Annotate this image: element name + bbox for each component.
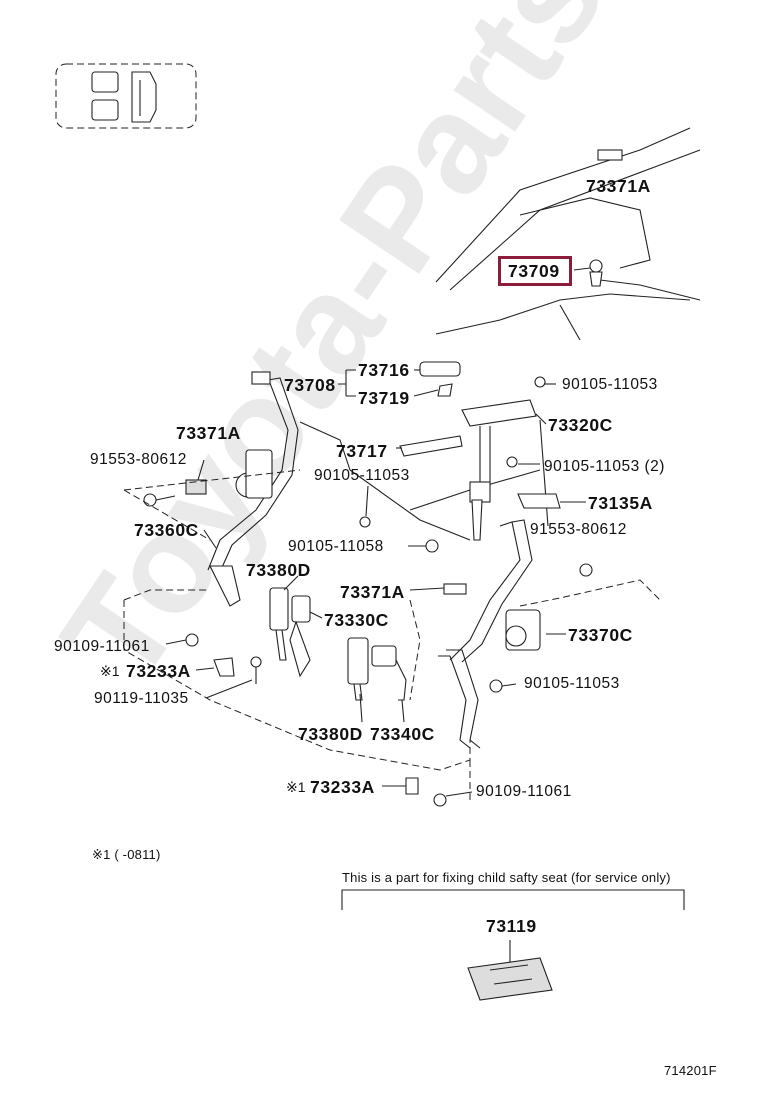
part-label-73717[interactable]: 73717 — [336, 441, 388, 461]
part-label-73330c[interactable]: 73330C — [324, 610, 389, 630]
part-label-90105-11053-c[interactable]: 90105-11053 — [524, 675, 620, 692]
child-seat-note: This is a part for fixing child safty se… — [342, 870, 671, 885]
part-label-90105-11058[interactable]: 90105-11058 — [288, 538, 384, 555]
part-label-73371a-mid[interactable]: 73371A — [340, 582, 405, 602]
part-label-73119[interactable]: 73119 — [486, 916, 537, 936]
part-label-90119-11035[interactable]: 90119-11035 — [94, 690, 189, 707]
part-label-73370c[interactable]: 73370C — [568, 625, 633, 645]
part-label-90109-11061-b[interactable]: 90109-11061 — [476, 783, 572, 800]
part-label-91553-80612-right[interactable]: 91553-80612 — [530, 521, 627, 538]
part-label-90105-11053-b[interactable]: 90105-11053 — [314, 467, 410, 484]
bolts — [185, 485, 447, 807]
part-label-90105-11053-a[interactable]: 90105-11053 — [562, 376, 658, 393]
part-label-90105-11053-2[interactable]: 90105-11053 (2) — [544, 458, 665, 475]
anchor-cover-73709 — [573, 259, 603, 287]
part-label-91553-80612-left[interactable]: 91553-80612 — [90, 451, 187, 468]
part-label-73233a-a[interactable]: 73233A — [126, 661, 191, 681]
leader-lines — [165, 369, 586, 797]
child-seat-anchor-inset — [341, 889, 685, 1001]
buckles — [213, 587, 419, 795]
highlight-box — [498, 256, 572, 286]
part-label-73135a[interactable]: 73135A — [588, 493, 653, 513]
part-label-73360c[interactable]: 73360C — [134, 520, 199, 540]
part-label-90109-11061-a[interactable]: 90109-11061 — [54, 638, 150, 655]
part-label-73380d-bot[interactable]: 73380D — [298, 724, 363, 744]
guide-73371a-mid — [443, 583, 467, 595]
seat-cushion-outline — [123, 589, 471, 800]
part-label-73233a-b[interactable]: 73233A — [310, 777, 375, 797]
part-label-73716[interactable]: 73716 — [358, 360, 410, 380]
part-label-73709[interactable]: 73709 — [508, 261, 560, 281]
part-label-73340c[interactable]: 73340C — [370, 724, 435, 744]
part-label-73719[interactable]: 73719 — [358, 388, 410, 408]
diagram-code: 714201F — [664, 1063, 717, 1078]
package-tray — [123, 421, 661, 607]
part-label-73320c[interactable]: 73320C — [548, 415, 613, 435]
note-mark-b: ※1 — [286, 779, 306, 795]
part-label-73380d-top[interactable]: 73380D — [246, 560, 311, 580]
right-outer-belt-73370c — [438, 519, 593, 749]
body-panel-outline — [435, 127, 701, 341]
part-label-73371a-top[interactable]: 73371A — [586, 176, 651, 196]
anchor-covers-73716-73719 — [399, 361, 463, 457]
vehicle-locator-icon — [55, 63, 197, 129]
part-label-73708[interactable]: 73708 — [284, 375, 336, 395]
note-mark-a: ※1 — [100, 663, 120, 679]
footnote: ※1 ( -0811) — [92, 847, 161, 862]
part-label-73371a-left[interactable]: 73371A — [176, 423, 241, 443]
center-retractor-73320c — [461, 376, 561, 541]
